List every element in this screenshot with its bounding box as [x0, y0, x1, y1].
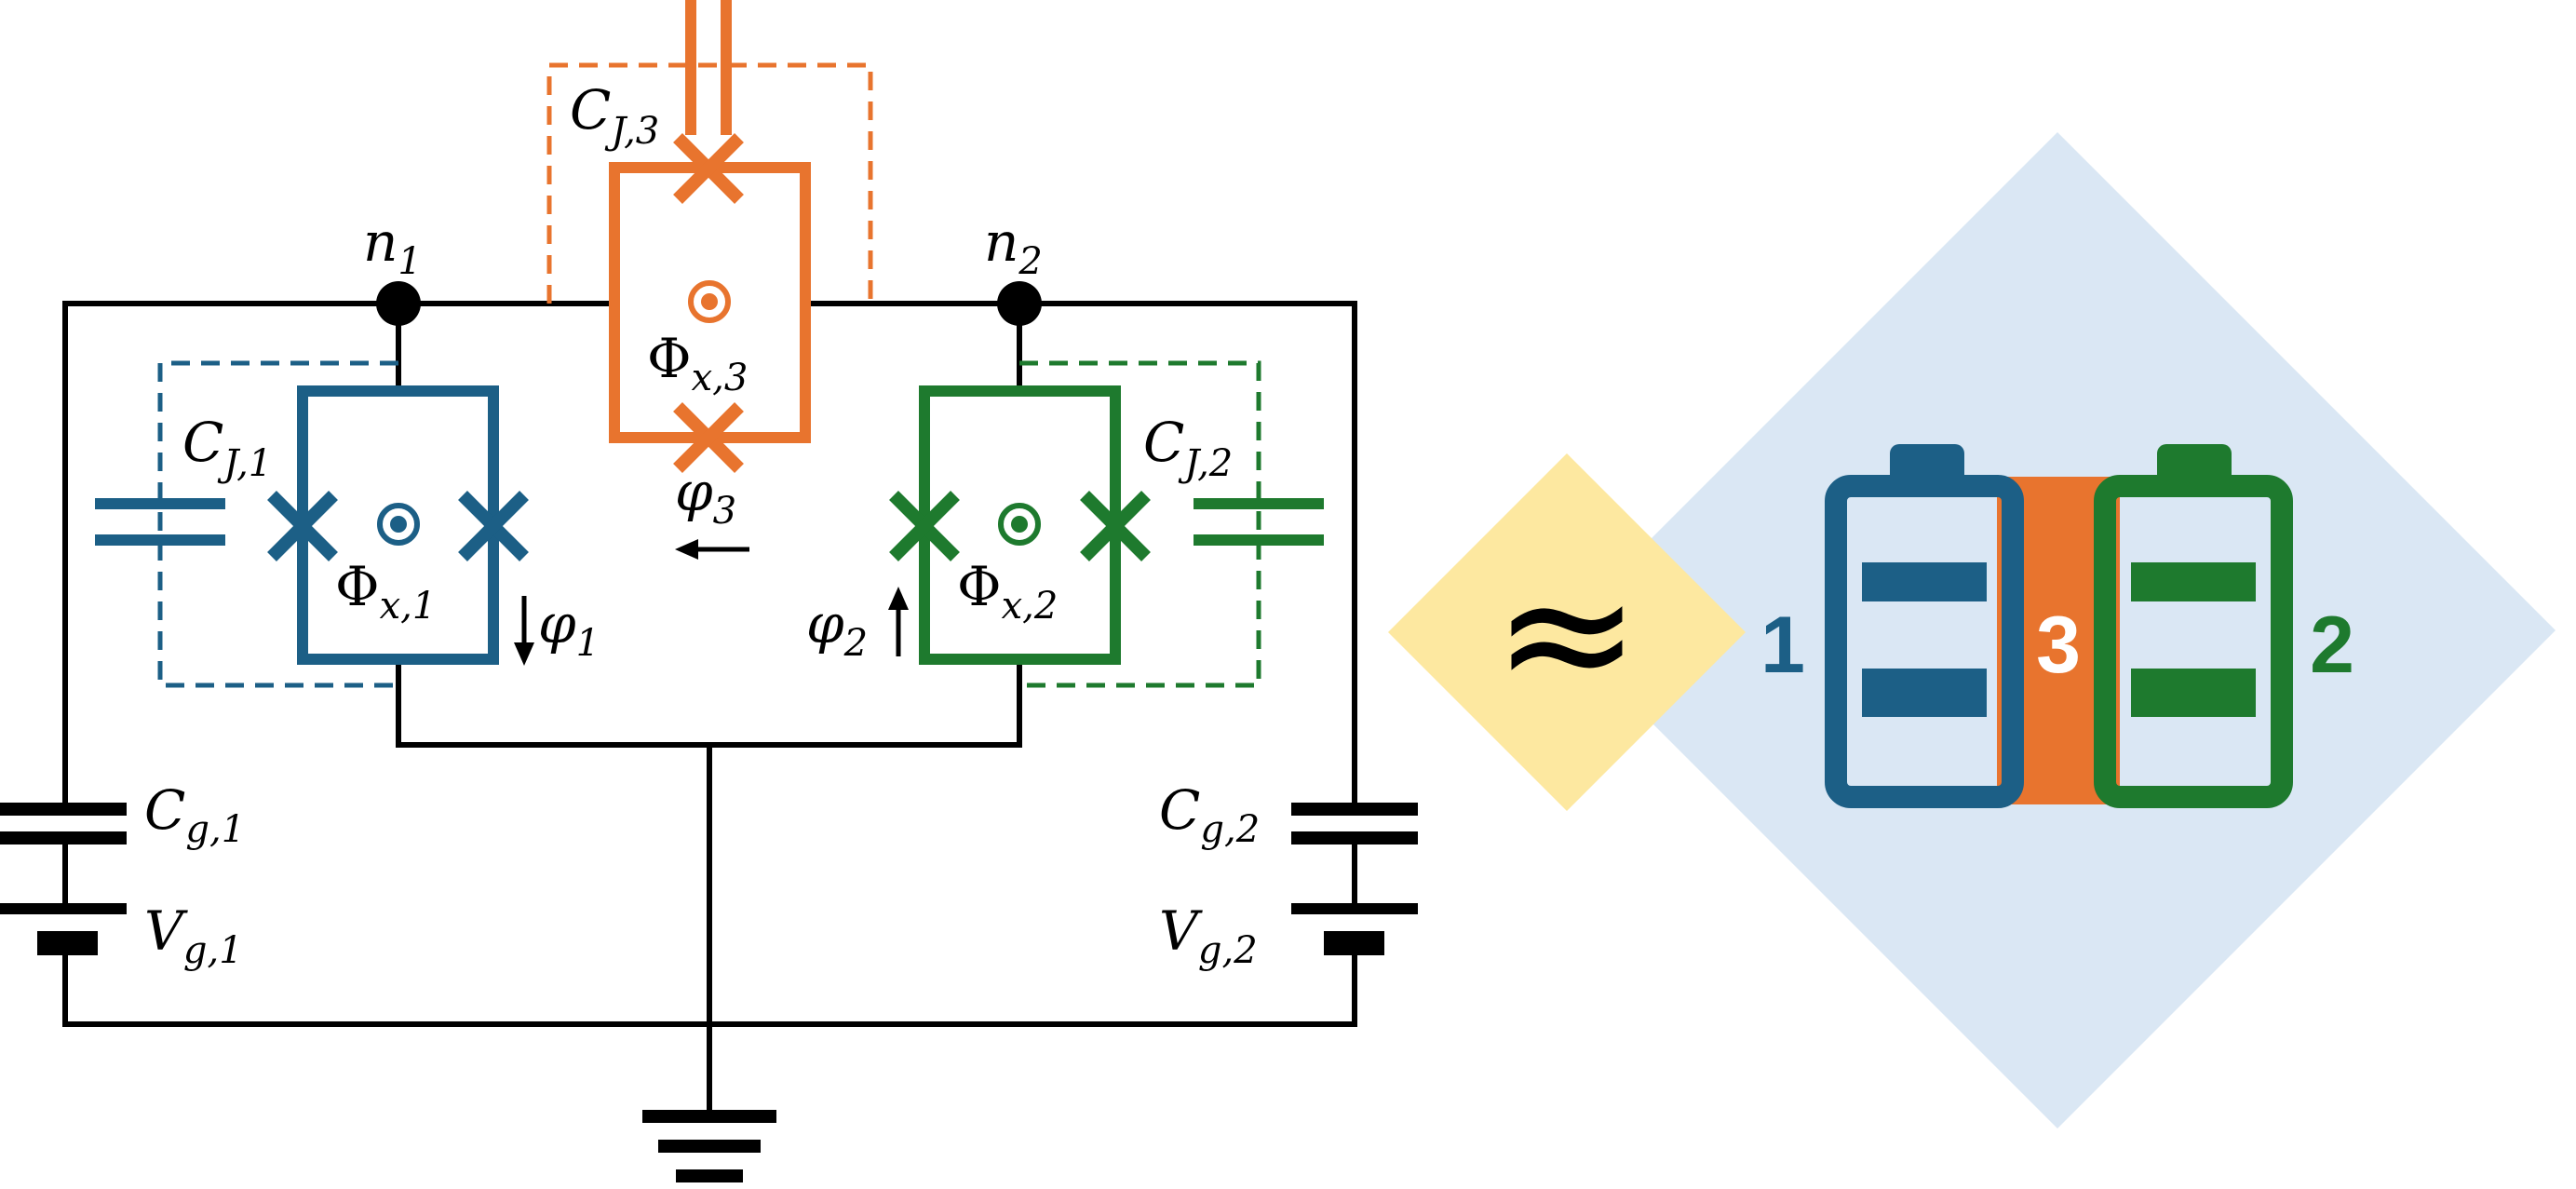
battery-label-1: 1 — [1760, 601, 1805, 690]
battery-1-icon — [1825, 444, 2024, 808]
junction-3-bottom-icon — [673, 402, 744, 473]
orange-loop-3 — [546, 0, 873, 473]
flux-1-dot-icon — [377, 503, 420, 546]
label-cj2: CJ,2 — [1143, 411, 1233, 485]
label-vg2: Vg,2 — [1159, 899, 1258, 972]
label-cg1: Cg,1 — [144, 778, 245, 851]
junction-3-top-icon — [673, 133, 744, 204]
top-right-wire — [810, 301, 1357, 805]
junction-1-right-icon — [458, 491, 529, 561]
approx-diamond-background — [1388, 453, 1746, 811]
label-varphi2: φ2 — [806, 592, 868, 665]
flux-3-dot-icon — [688, 280, 731, 323]
green-cj2-plate-top — [1194, 498, 1324, 509]
green-loop-2 — [889, 360, 1324, 688]
phase-2-arrow-icon — [888, 587, 909, 656]
label-phi-x3: Φx,3 — [647, 327, 748, 399]
label-phi-x2: Φx,2 — [957, 555, 1058, 628]
label-vg1: Vg,1 — [144, 899, 243, 972]
label-cj3: CJ,3 — [570, 78, 659, 153]
battery-2-icon — [2094, 444, 2293, 808]
node-n1 — [376, 281, 421, 326]
gate-capacitor-2 — [1291, 803, 1418, 844]
blue-cj1-plate-bottom — [95, 534, 225, 546]
top-left-wire — [62, 301, 614, 805]
green-dashed-shunt — [1019, 360, 1261, 688]
label-n2: n2 — [984, 210, 1043, 283]
label-varphi1: φ1 — [538, 592, 600, 665]
phase-3-arrow-icon — [675, 539, 749, 560]
label-phi-x1: Φx,1 — [335, 555, 436, 628]
gate-voltage-source-2 — [1291, 903, 1418, 955]
junction-1-left-icon — [267, 491, 338, 561]
battery-label-3: 3 — [2036, 601, 2081, 690]
approx-symbol: ≈ — [1492, 530, 1640, 736]
inner-bottom-wire — [396, 661, 1022, 748]
gate-voltage-source-1 — [0, 903, 127, 955]
junction-2-left-icon — [889, 491, 960, 561]
blue-loop-box — [297, 385, 499, 665]
battery-label-2: 2 — [2310, 601, 2354, 690]
blue-cj1-plate-top — [95, 498, 225, 509]
gate-capacitor-1 — [0, 803, 127, 844]
phase-1-arrow-icon — [514, 596, 534, 666]
blue-loop-1 — [95, 360, 529, 688]
label-varphi3: φ3 — [675, 460, 736, 533]
blue-dashed-shunt — [157, 360, 398, 688]
node-n2 — [997, 281, 1042, 326]
orange-dashed-shunt — [546, 62, 873, 304]
battery-equivalence-panel: ≈ 1 3 2 — [1388, 132, 2556, 1128]
flux-2-dot-icon — [998, 503, 1041, 546]
ground-symbol — [642, 1110, 776, 1182]
junction-2-right-icon — [1080, 491, 1151, 561]
label-cj1: CJ,1 — [182, 411, 272, 485]
green-cj2-plate-bottom — [1194, 534, 1324, 546]
label-n1: n1 — [363, 210, 422, 283]
label-cg2: Cg,2 — [1159, 778, 1260, 851]
